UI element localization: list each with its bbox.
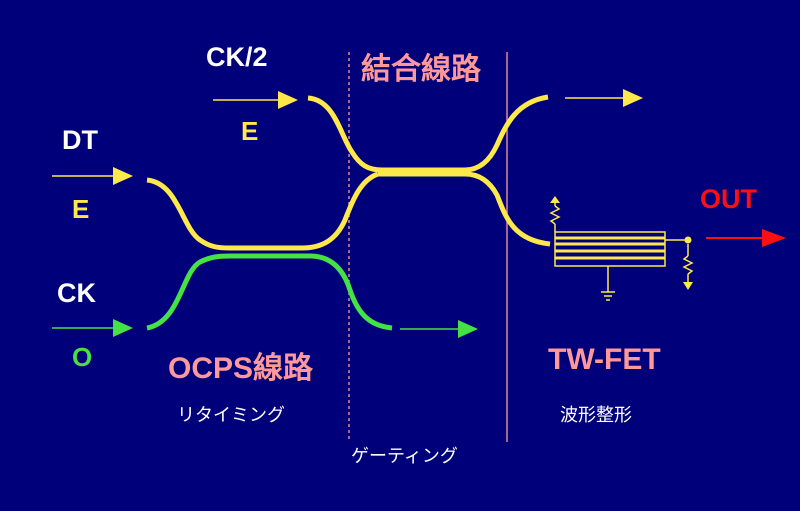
dt-waveguide [146,171,380,251]
coupled-lower-waveguide [378,171,551,247]
coupled-line-title: 結合線路 [361,52,481,87]
arrow-icon [565,89,643,107]
resistor-icon [549,196,561,232]
twfet-title: TW-FET [548,343,661,376]
twfet-device [554,231,692,292]
resistor-icon [682,244,694,290]
arrow-icon [52,167,133,185]
ck-label: CK [57,278,96,308]
arrow-icon [213,91,298,109]
ck-waveguide [146,253,393,331]
ck-half-mode-label: E [241,116,259,146]
dt-mode-label: E [72,194,90,224]
dt-label: DT [62,125,98,155]
ocps-title: OCPS線路 [168,352,314,385]
arrow-icon [52,319,133,337]
retiming-label: リタイミング [177,405,285,426]
gating-label: ゲーティング [351,446,458,467]
out-label: OUT [700,184,757,214]
ckhalf-waveguide [307,94,549,173]
ground-icon [601,291,615,301]
arrow-icon [400,320,478,338]
ck-half-label: CK/2 [206,42,268,72]
arrow-icon [706,229,786,247]
ck-mode-label: O [72,342,93,372]
waveform-shaping-label: 波形整形 [560,405,632,426]
